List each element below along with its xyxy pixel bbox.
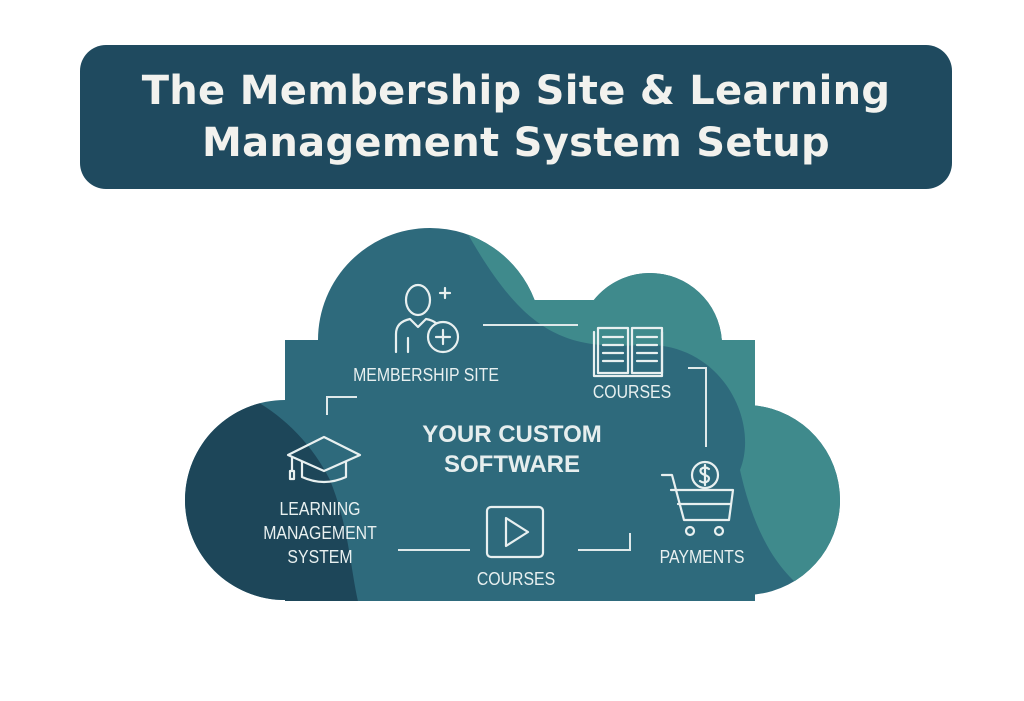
- cart-dollar-icon: [660, 460, 735, 537]
- lms-line-2: MANAGEMENT: [263, 523, 377, 543]
- lms-label: LEARNING MANAGEMENT SYSTEM: [263, 497, 377, 569]
- lms-line-1: LEARNING: [279, 499, 361, 519]
- title-line-2: Management System Setup: [202, 120, 830, 166]
- courses-video-label: COURSES: [476, 569, 556, 589]
- center-line-2: SOFTWARE: [443, 451, 580, 478]
- user-add-icon: [394, 283, 460, 354]
- courses-book-label: COURSES: [592, 382, 672, 402]
- graduation-cap-icon: [286, 435, 362, 484]
- page-title: The Membership Site & Learning Managemen…: [142, 65, 891, 169]
- center-label: YOUR CUSTOM SOFTWARE: [422, 420, 602, 480]
- title-banner: The Membership Site & Learning Managemen…: [80, 45, 952, 189]
- center-line-1: YOUR CUSTOM: [422, 421, 602, 448]
- title-line-1: The Membership Site & Learning: [141, 68, 891, 114]
- membership-site-label: MEMBERSHIP SITE: [353, 365, 499, 385]
- connector-lines: [326, 324, 707, 551]
- play-video-icon: [485, 505, 545, 559]
- lms-line-3: SYSTEM: [287, 547, 353, 567]
- payments-label: PAYMENTS: [659, 547, 745, 567]
- open-book-icon: [592, 326, 664, 378]
